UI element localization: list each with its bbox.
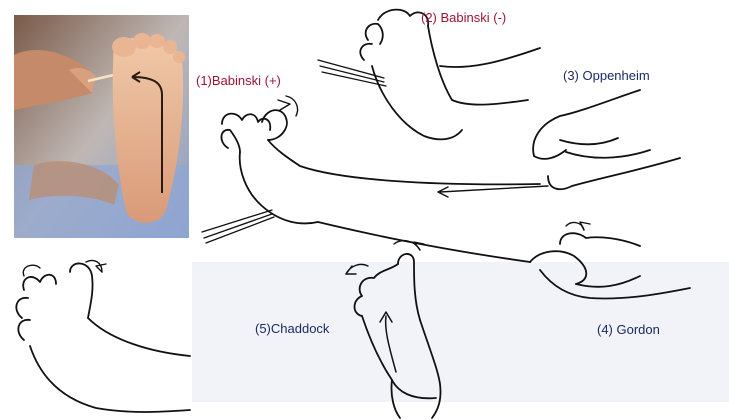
stimulus-stick-2 xyxy=(318,60,386,86)
label-oppenheim: (3) Oppenheim xyxy=(563,68,650,83)
stimulus-stick-1 xyxy=(202,210,274,243)
label-babinski-positive: (1)Babinski (+) xyxy=(196,73,281,88)
label-chaddock: (5)Chaddock xyxy=(255,321,329,336)
oppenheim-arrow xyxy=(438,186,548,197)
lower-left-panel xyxy=(0,262,192,420)
babinski-negative-foot-drawing xyxy=(360,10,540,140)
oppenheim-hand-drawing xyxy=(533,90,680,189)
babinski-positive-foot-drawing xyxy=(221,96,540,262)
label-gordon: (4) Gordon xyxy=(597,322,660,337)
label-babinski-negative: (2) Babinski (-) xyxy=(421,10,506,25)
